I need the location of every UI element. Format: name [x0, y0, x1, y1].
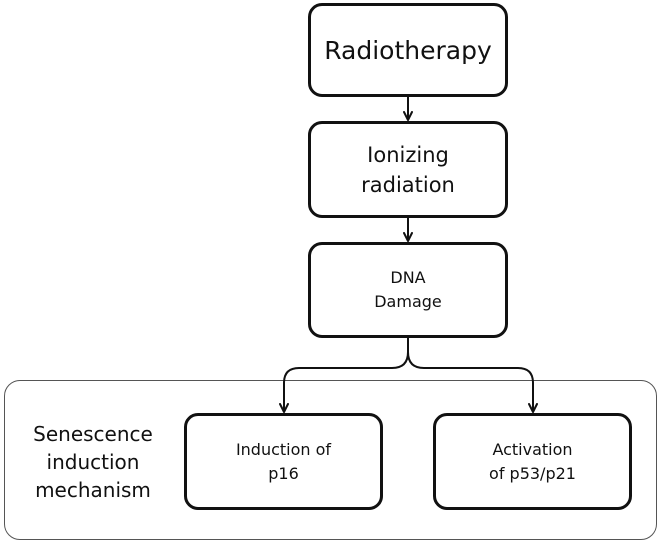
- node-activation-p53-p21: Activation of p53/p21: [433, 413, 632, 510]
- node-ionizing-line-1: Ionizing: [367, 142, 449, 167]
- node-dna-damage: DNA Damage: [308, 242, 508, 338]
- senescence-mechanism-label: Senescence induction mechanism: [14, 420, 172, 504]
- node-dna-line-2: Damage: [374, 292, 442, 311]
- node-p16-line-1: Induction of: [235, 439, 332, 459]
- node-radiotherapy: Radiotherapy: [308, 3, 508, 97]
- group-label-line-3: mechanism: [35, 478, 151, 502]
- node-p53-line-2: of p53/p21: [489, 463, 576, 483]
- group-label-line-1: Senescence: [33, 422, 153, 446]
- node-p53-line-1: Activation: [492, 439, 573, 459]
- node-dna-line-1: DNA: [390, 268, 426, 287]
- node-radiotherapy-label: Radiotherapy: [324, 35, 492, 65]
- node-induction-p16: Induction of p16: [184, 413, 383, 510]
- node-ionizing-radiation: Ionizing radiation: [308, 121, 508, 218]
- node-p16-line-2: p16: [268, 463, 299, 483]
- node-ionizing-line-2: radiation: [361, 172, 455, 197]
- group-label-line-2: induction: [46, 450, 140, 474]
